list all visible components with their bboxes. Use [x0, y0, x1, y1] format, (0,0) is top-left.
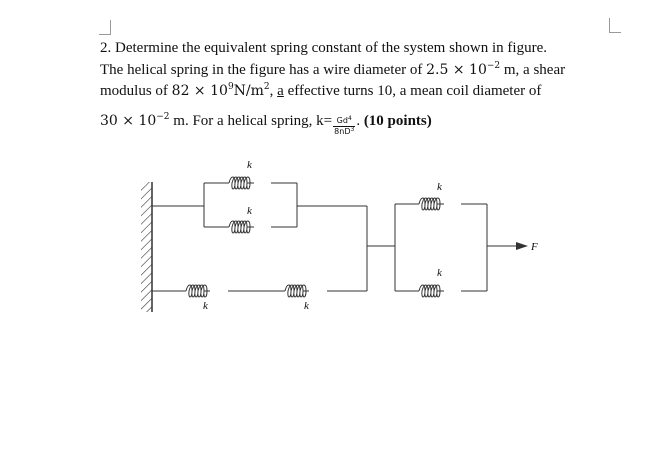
problem-intro: 2. Determine the equivalent spring const… — [100, 40, 547, 56]
shear-modulus-unit: N/m — [233, 83, 264, 99]
connecting-wires — [152, 182, 516, 292]
comma: , — [269, 83, 274, 99]
coil-diameter-exponent: −2 — [156, 111, 170, 122]
spring-top-upper — [228, 176, 254, 190]
spring-label-right-lower: k — [437, 267, 443, 279]
force-label: F — [530, 241, 538, 253]
formula-period: . — [356, 112, 361, 129]
numerator-text: Gd — [336, 115, 348, 125]
coil-diameter-mantissa: 30 × 10 — [100, 112, 157, 129]
crop-mark-right — [609, 18, 621, 33]
numerator-exponent: 4 — [347, 114, 352, 122]
wall-hatching — [141, 182, 152, 312]
wire-diameter-value: 2.5 × 10−2 — [426, 60, 501, 78]
problem-statement: 2. Determine the equivalent spring const… — [100, 38, 640, 137]
formula-intro: m. For a helical spring, k= — [169, 112, 333, 129]
points-label: (10 points) — [363, 112, 432, 129]
denominator-text: 8nD — [334, 126, 351, 136]
spring-right-upper — [418, 197, 444, 211]
spring-label-top-lower: k — [247, 205, 253, 217]
wire-diameter-exponent: −2 — [486, 60, 501, 71]
crop-mark-left — [99, 20, 111, 35]
problem-line-1: 2. Determine the equivalent spring const… — [100, 38, 640, 60]
wire-diameter-text: The helical spring in the figure has a w… — [100, 61, 423, 78]
spring-bottom-right — [284, 284, 309, 298]
wire-diameter-unit: m, a shear — [500, 61, 566, 78]
problem-line-3: modulus of 82 × 109N/m2, a effective tur… — [100, 81, 640, 103]
article-a: a — [277, 83, 284, 99]
spring-bottom-left — [185, 284, 210, 298]
spring-label-bottom-left: k — [203, 300, 209, 312]
shear-modulus-value: 82 × 109N/m2 — [171, 82, 270, 100]
spring-label-top-upper: k — [247, 159, 253, 171]
spring-top-lower — [228, 220, 254, 234]
shear-modulus-unit-exponent: 2 — [263, 82, 270, 92]
spring-label-bottom-right: k — [304, 300, 310, 312]
springs — [185, 176, 444, 298]
shear-modulus-exponent: 9 — [227, 82, 234, 92]
spring-right-lower — [418, 284, 444, 298]
fraction-numerator: Gd4 — [333, 114, 356, 127]
fraction-denominator: 8nD3 — [333, 125, 355, 137]
denominator-exponent: 3 — [350, 125, 355, 133]
shear-modulus-mantissa: 82 × 10 — [171, 83, 228, 99]
problem-line-4: 30 × 10−2 m. For a helical spring, k=Gd4… — [100, 111, 640, 137]
turns-text: effective turns 10, a mean coil diameter… — [283, 83, 542, 99]
spring-label-right-upper: k — [437, 181, 443, 193]
coil-diameter-value: 30 × 10−2 — [100, 111, 170, 129]
problem-line-2: The helical spring in the figure has a w… — [100, 60, 640, 82]
force-arrow-icon — [516, 242, 528, 250]
shear-modulus-text: modulus of — [100, 83, 168, 99]
wire-diameter-mantissa: 2.5 × 10 — [426, 61, 487, 78]
